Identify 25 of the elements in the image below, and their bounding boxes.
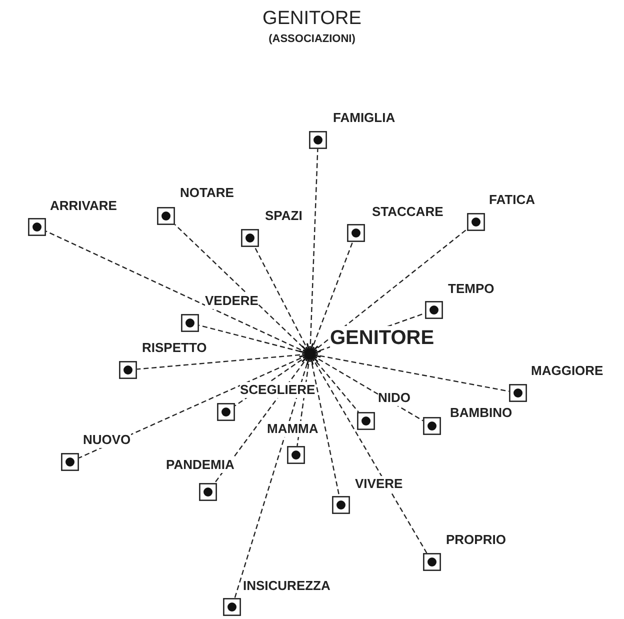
dashed-connector [317, 228, 468, 348]
dashed-connector [234, 363, 308, 598]
word-label: VEDERE [205, 293, 258, 309]
word-label: NUOVO [83, 432, 131, 448]
dashed-connector [318, 358, 424, 422]
dashed-connector [320, 355, 510, 392]
dashed-connector [314, 362, 428, 554]
dashed-connector [311, 364, 340, 496]
dashed-connector [313, 242, 354, 345]
dashed-connector [136, 354, 300, 370]
diagram-title: GENITORE [262, 8, 362, 30]
word-label: SCEGLIERE [240, 382, 316, 398]
dashed-connector [174, 224, 304, 348]
word-label: MAMMA [267, 421, 318, 437]
dashed-connector [254, 246, 306, 346]
center-word: GENITORE [330, 326, 434, 350]
dashed-connector [78, 358, 302, 458]
dashed-connector [316, 361, 359, 412]
dashed-connector [310, 148, 318, 344]
dashed-connector [46, 230, 302, 350]
word-label: NIDO [378, 390, 410, 406]
dashed-connector [198, 324, 300, 352]
word-label: VIVERE [355, 476, 403, 492]
word-label: PANDEMIA [166, 457, 234, 473]
subtitle-note: (ASSOCIAZIONI) [268, 33, 356, 45]
